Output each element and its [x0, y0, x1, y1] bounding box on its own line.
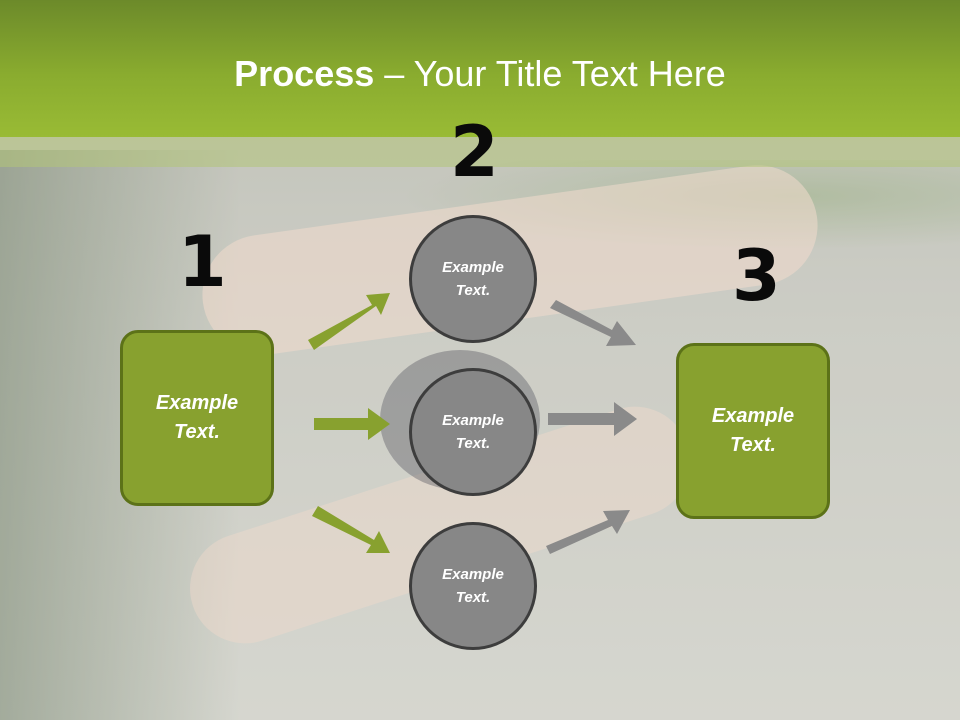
gray-arrows [546, 300, 637, 554]
step-box-1[interactable]: Example Text. [120, 330, 274, 506]
arrow-gray-right [548, 402, 637, 436]
title-bold: Process [234, 53, 375, 94]
title-band [0, 137, 960, 167]
node-circle-2-label: Example Text. [442, 412, 504, 452]
node-circle-3-label: Example Text. [442, 566, 504, 606]
arrow-green-down [312, 506, 390, 553]
node-circle-3[interactable]: Example Text. [409, 522, 537, 650]
node-circle-1[interactable]: Example Text. [409, 215, 537, 343]
step-box-1-label: Example Text. [155, 392, 239, 443]
step-box-3[interactable]: Example Text. [676, 343, 830, 519]
node-circle-2[interactable]: Example Text. [409, 368, 537, 496]
step-number-2: 2 [450, 111, 499, 193]
step-box-3-label: Example Text. [711, 405, 795, 456]
step-number-3: 3 [732, 235, 781, 317]
title-rest: – Your Title Text Here [374, 53, 726, 94]
slide-title: Process – Your Title Text Here [0, 52, 960, 96]
node-circle-1-label: Example Text. [442, 259, 504, 299]
arrow-green-up [308, 293, 390, 350]
title-bar [0, 0, 960, 137]
arrow-gray-down [550, 300, 636, 346]
arrow-gray-up [546, 510, 630, 554]
arrow-green-right [314, 408, 390, 440]
step-number-1: 1 [178, 221, 227, 303]
green-arrows [308, 293, 390, 553]
